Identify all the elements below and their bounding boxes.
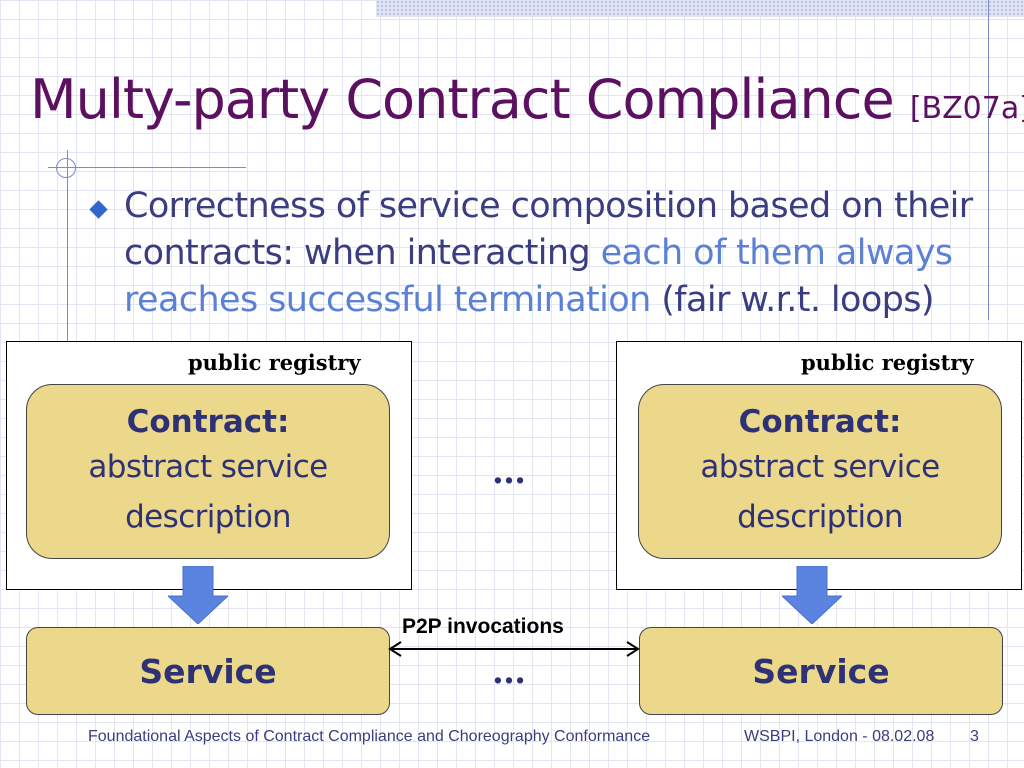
- top-decor-band: [376, 0, 1024, 17]
- title-text: Multy-party Contract Compliance: [30, 68, 895, 131]
- ellipsis-top: …: [492, 452, 528, 492]
- right-service-box: Service: [639, 627, 1003, 715]
- decor-vertical-line-left: [67, 150, 68, 380]
- right-contract-line1: abstract service: [700, 448, 940, 485]
- right-contract-box: Contract: abstract service description: [638, 384, 1002, 559]
- left-registry-label: public registry: [188, 350, 361, 375]
- footer-title: Foundational Aspects of Contract Complia…: [88, 728, 651, 745]
- slide-title: Multy-party Contract Compliance [BZ07a]: [30, 68, 1024, 131]
- left-contract-line2: description: [125, 498, 291, 535]
- down-arrow-icon: [168, 566, 228, 624]
- decor-circle-icon: [56, 158, 76, 178]
- footer-page-number: 3: [970, 728, 979, 745]
- footer-event: WSBPI, London - 08.02.08: [744, 728, 935, 745]
- left-service-box: Service: [26, 627, 390, 715]
- ellipsis-bottom: …: [492, 652, 528, 692]
- left-contract-box: Contract: abstract service description: [26, 384, 390, 559]
- double-arrow-icon: [388, 641, 640, 657]
- right-contract-head: Contract:: [738, 403, 902, 440]
- bullet-part2: (fair w.r.t. loops): [650, 280, 934, 320]
- bullet-text: Correctness of service composition based…: [124, 183, 1024, 324]
- bullet-highlight: each of them always reaches successful t…: [124, 233, 953, 320]
- title-citation: [BZ07a]: [909, 91, 1024, 126]
- left-contract-line1: abstract service: [88, 448, 328, 485]
- diamond-bullet-icon: [89, 200, 108, 219]
- left-contract-head: Contract:: [126, 403, 290, 440]
- p2p-label: P2P invocations: [402, 615, 564, 638]
- bullet-part1: Correctness of service composition based…: [124, 186, 973, 273]
- right-registry-label: public registry: [801, 350, 974, 375]
- left-service-label: Service: [139, 651, 277, 691]
- decor-vertical-line: [988, 0, 989, 320]
- right-contract-line2: description: [737, 498, 903, 535]
- down-arrow-icon: [782, 566, 842, 624]
- right-service-label: Service: [752, 651, 890, 691]
- decor-horizontal-line: [48, 167, 246, 168]
